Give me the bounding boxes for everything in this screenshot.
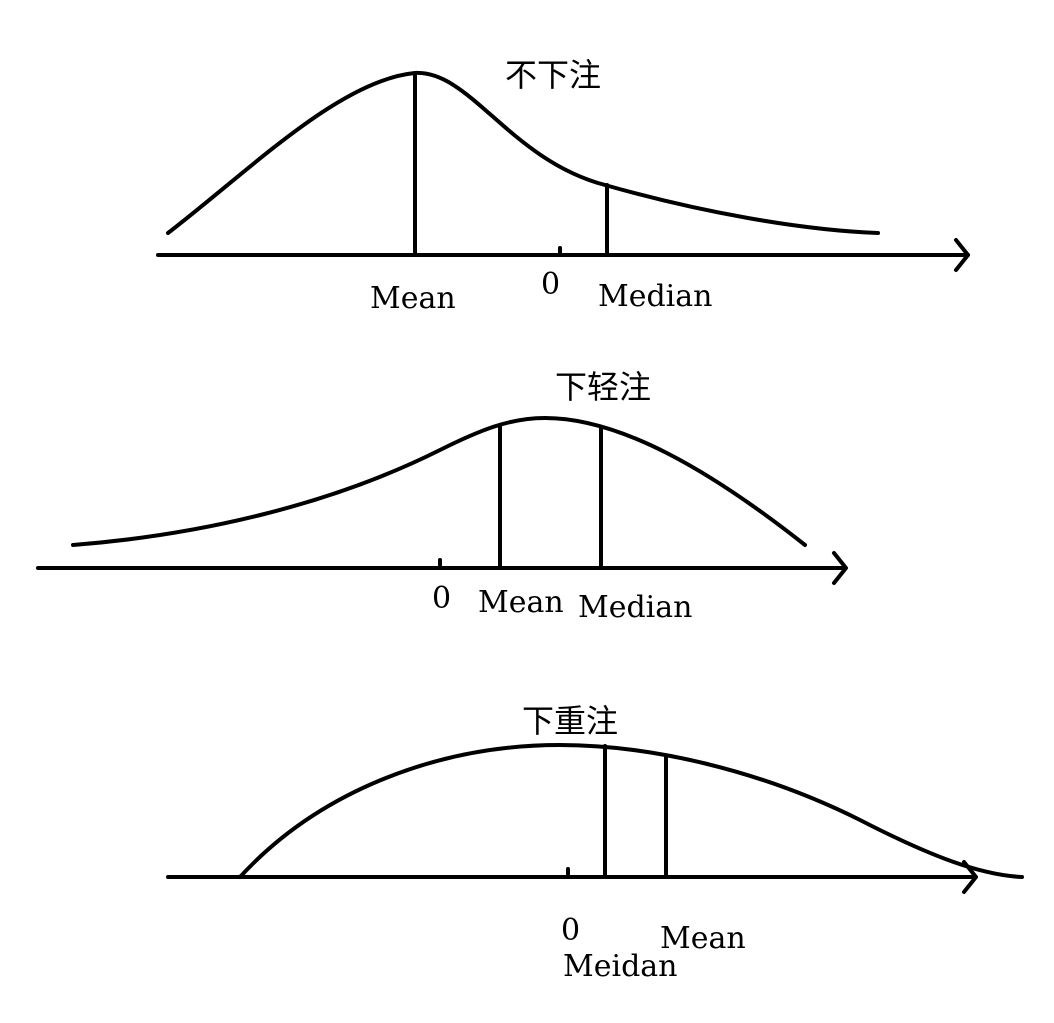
- panel-title: 下重注: [522, 702, 618, 740]
- zero-label: 0: [432, 581, 451, 616]
- axis-arrowhead: [832, 551, 848, 585]
- median-label: Median: [578, 590, 692, 625]
- panel-no-bet: 不下注 Mean 0 Median: [156, 56, 970, 316]
- median-label: Median: [598, 279, 712, 314]
- panel-title: 下轻注: [555, 368, 651, 406]
- axis-arrowhead: [954, 238, 970, 272]
- panel-heavy-bet: 下重注 0 Mean Meidan: [166, 702, 1024, 984]
- distribution-curve: [238, 743, 1024, 879]
- panel-light-bet: 下轻注 0 Mean Median: [36, 368, 848, 625]
- zero-label: 0: [561, 913, 580, 948]
- panel-title: 不下注: [505, 56, 601, 94]
- axis-arrowhead: [962, 860, 978, 894]
- median-label: Meidan: [563, 949, 677, 984]
- distribution-curve: [71, 416, 807, 547]
- zero-label: 0: [541, 267, 560, 302]
- mean-label: Mean: [660, 921, 746, 956]
- mean-label: Mean: [478, 585, 564, 620]
- mean-label: Mean: [370, 281, 456, 316]
- distribution-curve: [166, 70, 880, 235]
